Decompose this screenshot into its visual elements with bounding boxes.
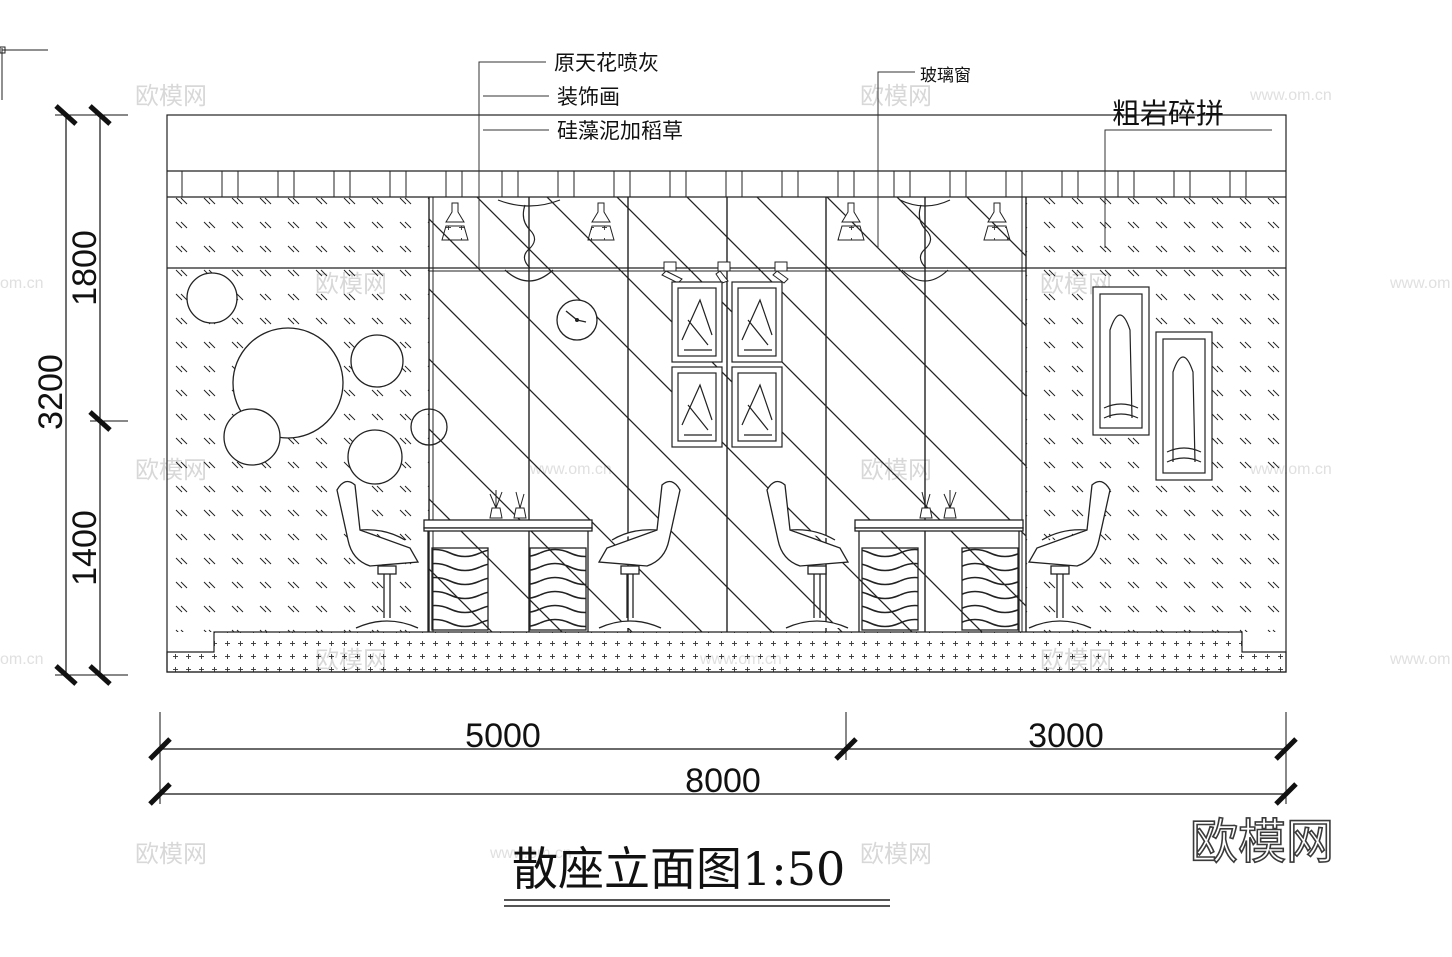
callout-leaders [478,61,1272,268]
svg-text:欧模网: 欧模网 [860,82,932,110]
spotlight-icon [441,202,1011,241]
svg-text:www.om.cn: www.om.cn [1249,87,1332,104]
dim-total-height: 3200 [32,354,70,430]
dim-upper-height: 1800 [66,230,104,306]
label-diatom-mud: 硅藻泥加稻草 [557,119,683,143]
corner-mark [0,46,48,100]
floor-platform [166,631,1287,673]
title-underline [504,899,890,907]
wall-clock-icon [556,299,598,341]
svg-text:欧模网: 欧模网 [860,840,932,868]
label-decor-painting: 装饰画 [557,85,620,109]
dim-width-left: 5000 [465,717,541,755]
label-glass-window: 玻璃窗 [920,66,971,86]
drawing-title: 散座立面图1:50 [512,842,845,896]
brand-logo: 欧模网 [1190,814,1334,870]
svg-text:欧模网: 欧模网 [135,840,207,868]
svg-text:www.om.cn: www.om.cn [1389,651,1452,668]
horizontal-dimension-lines [148,712,1298,806]
dim-lower-height: 1400 [66,510,104,586]
pendant-light-icon [497,199,951,282]
ceiling-brick-band [181,171,1247,197]
dim-total-width: 8000 [685,762,761,800]
label-ceiling-spray: 原天花喷灰 [554,51,659,75]
decor-paintings [671,281,783,448]
dining-tables [423,519,1024,632]
svg-text:www.om.cn: www.om.cn [489,845,572,862]
label-rough-rock: 粗岩碎拼 [1112,97,1224,130]
right-wall-paintings [1092,286,1213,481]
svg-text:www.om.cn: www.om.cn [1389,275,1452,292]
dim-width-right: 3000 [1028,717,1104,755]
svg-text:欧模网: 欧模网 [135,82,207,110]
vase-icon [489,490,957,519]
svg-text:om.cn: om.cn [0,651,44,668]
decorative-circles [186,272,448,485]
bar-chair-icon [336,480,1111,629]
elevation [166,114,1287,673]
vertical-dimension-lines [54,104,128,686]
svg-text:om.cn: om.cn [0,275,44,292]
track-light-icon [661,261,789,284]
